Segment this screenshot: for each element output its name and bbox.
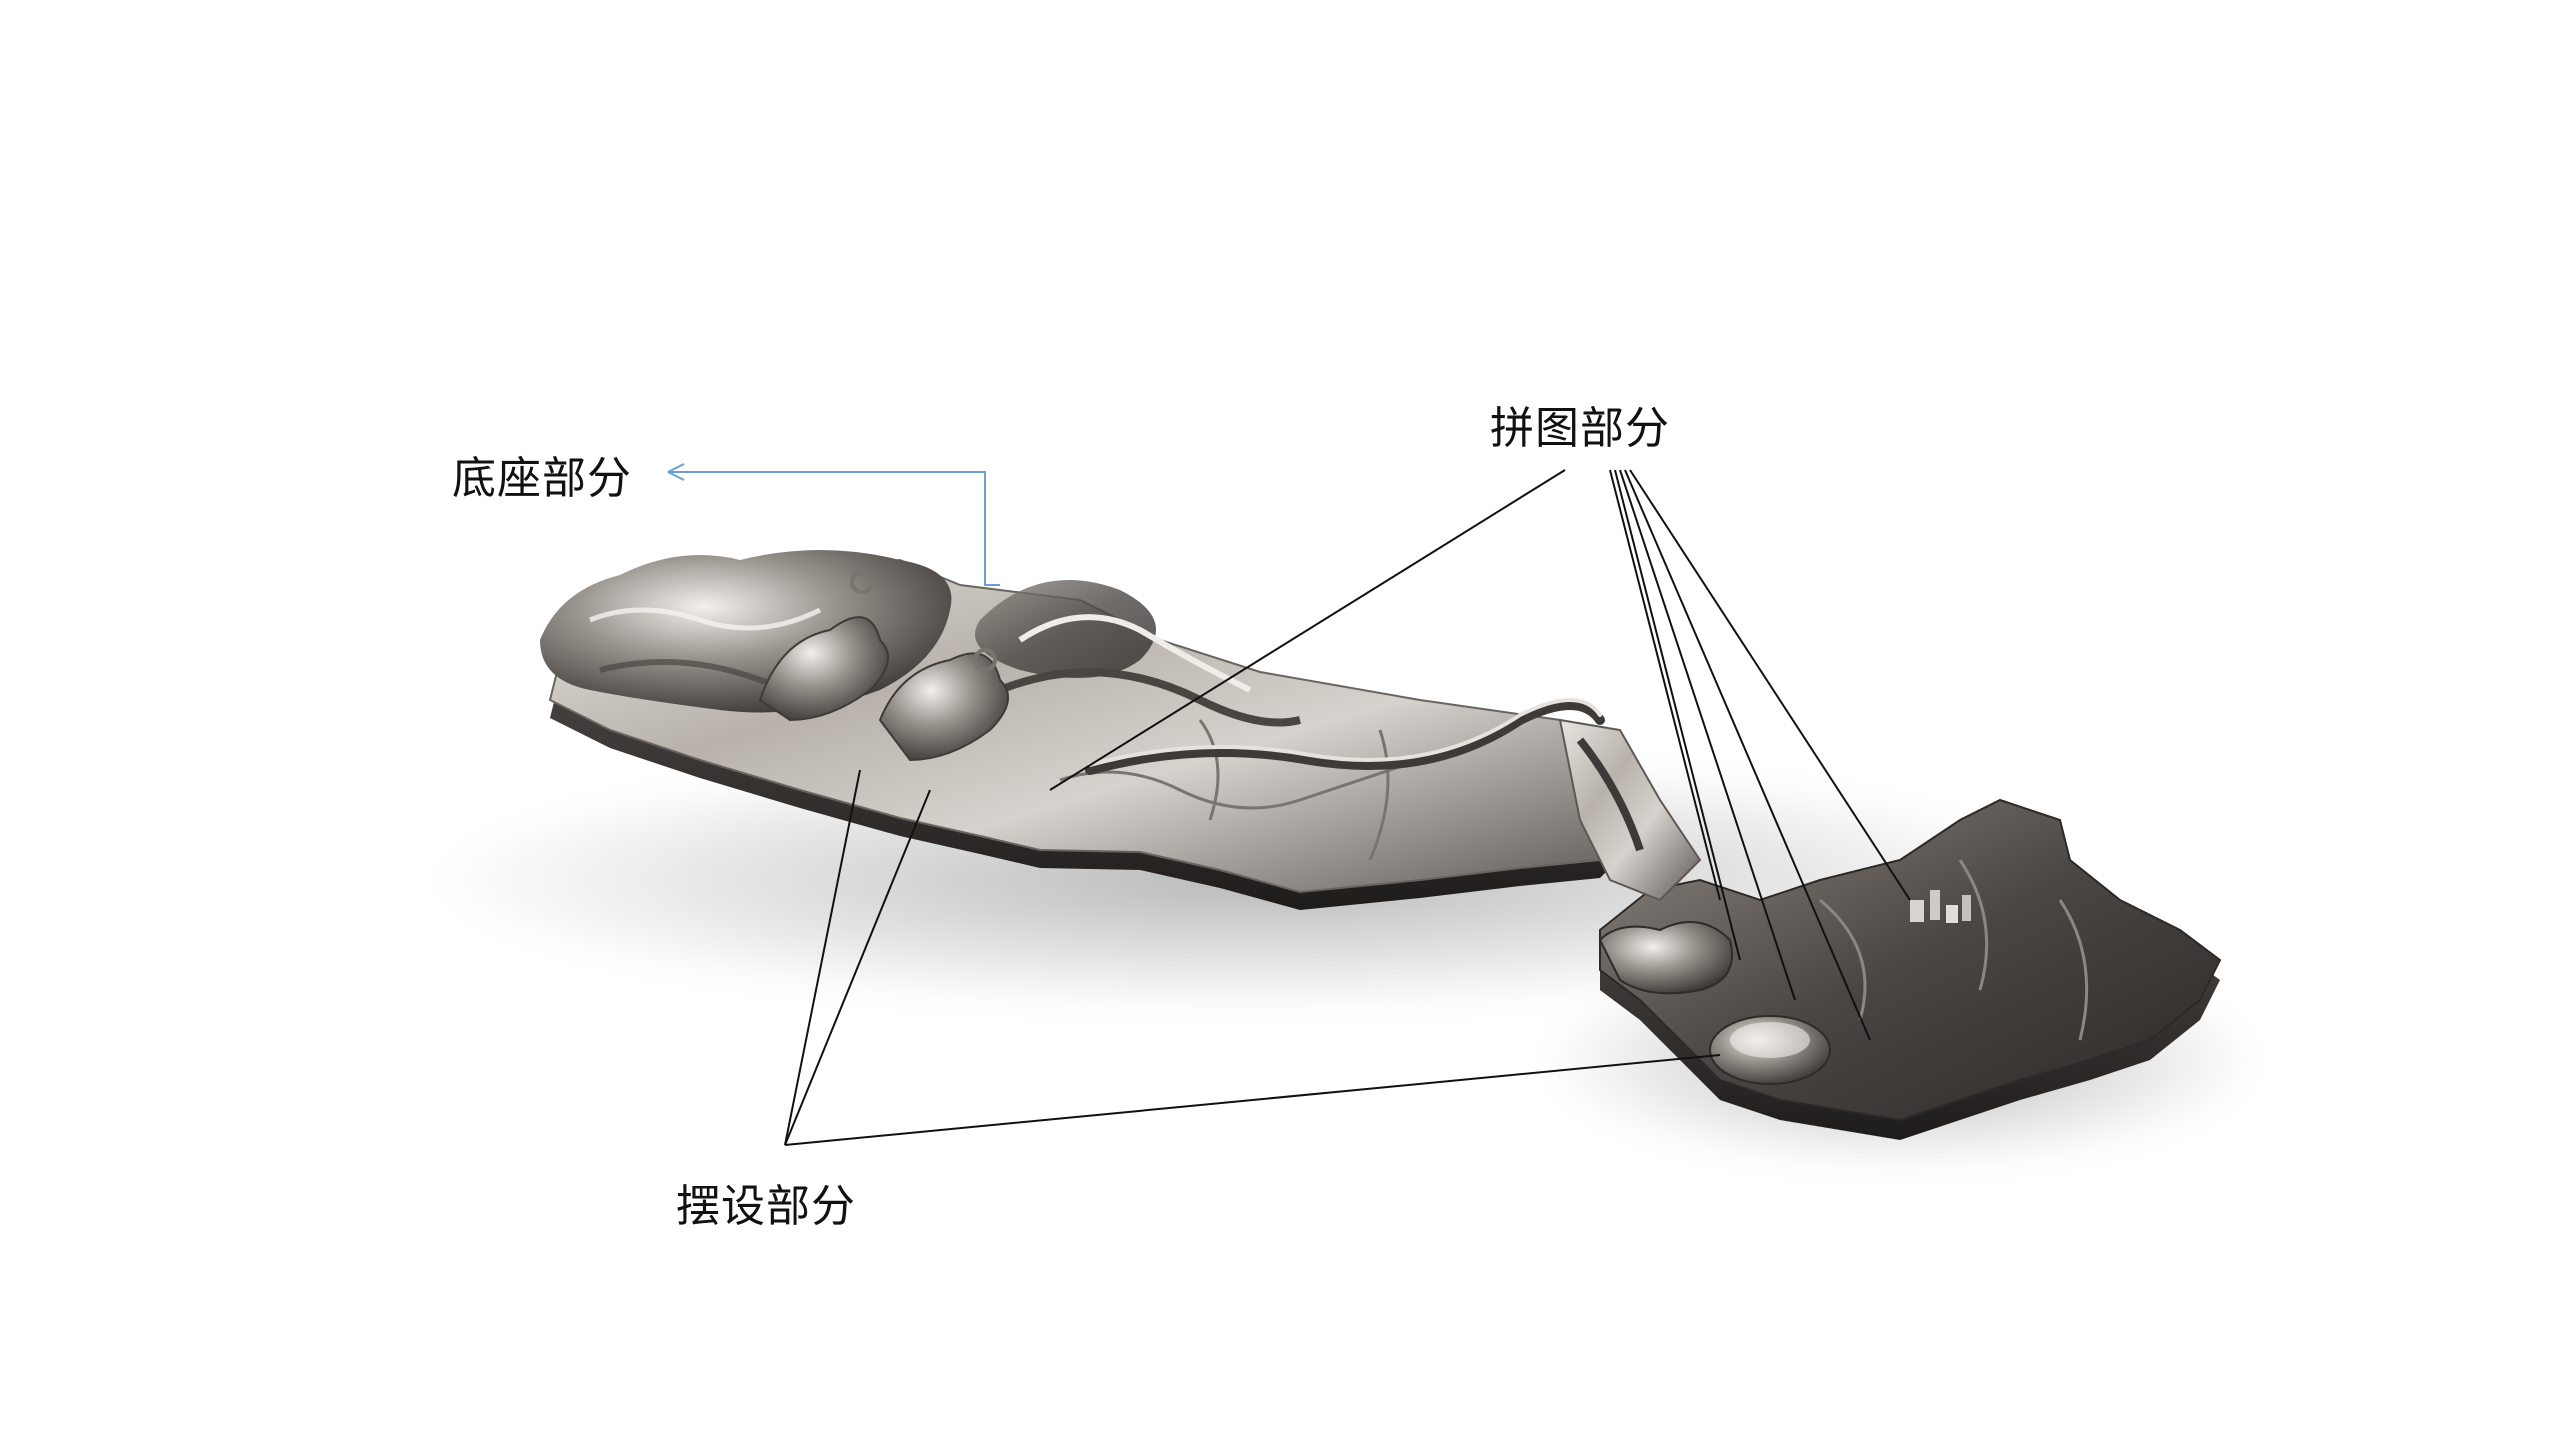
- connector-strip: [1558, 718, 1702, 902]
- arrowhead-icon: [667, 463, 685, 481]
- label-base-part: 底座部分: [452, 453, 632, 504]
- puzzle-leaders: [1049, 469, 1911, 1041]
- figurine-right: [1598, 921, 1831, 1085]
- figurine-left: [758, 570, 1009, 762]
- wave-relief: [975, 580, 1301, 727]
- label-puzzle-part: 拼图部分: [1490, 403, 1670, 454]
- base-leader: [667, 463, 1000, 586]
- label-decor-part: 摆设部分: [676, 1181, 856, 1232]
- decor-leaders: [784, 769, 1721, 1146]
